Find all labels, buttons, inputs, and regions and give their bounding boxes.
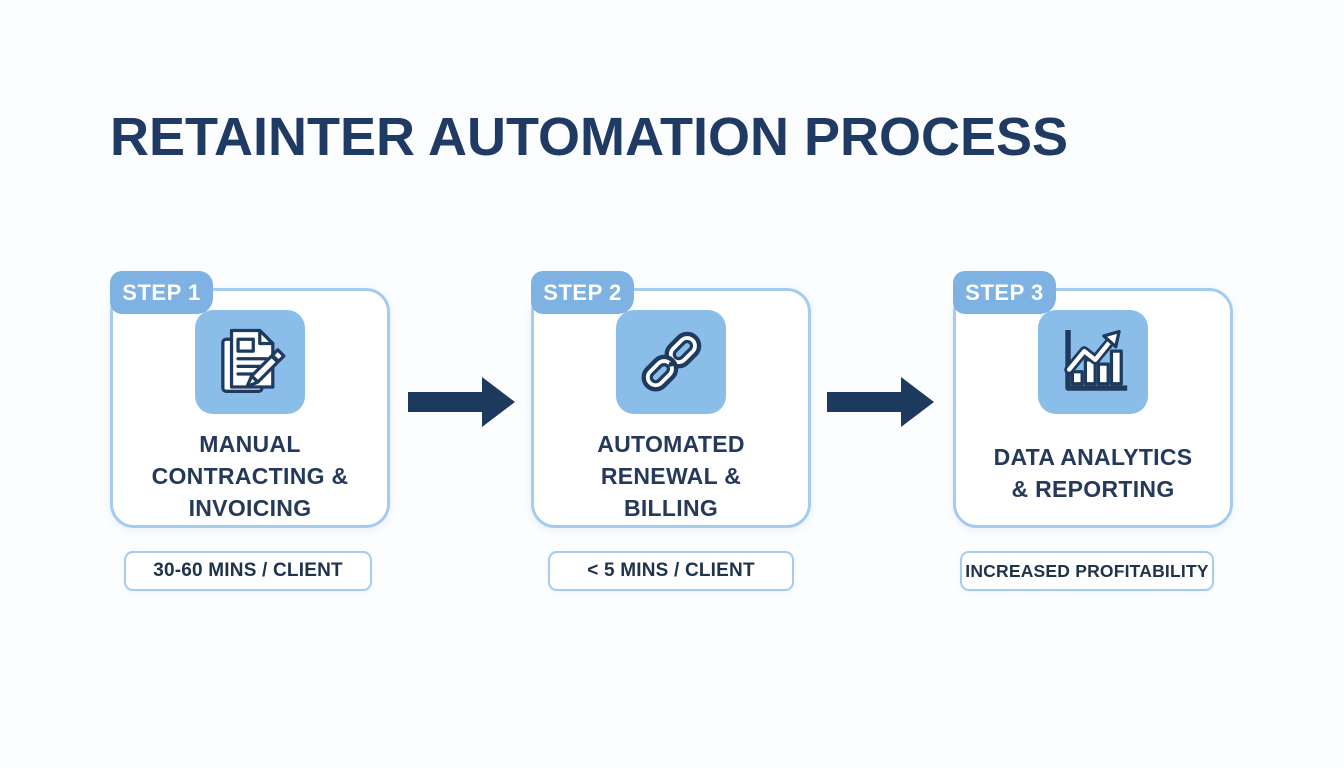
- page-title: RETAINTER AUTOMATION PROCESS: [110, 107, 1069, 167]
- step-1-caption-badge: 30-60 MINS / CLIENT: [124, 551, 372, 591]
- document-pen-icon: [221, 328, 286, 393]
- chain-link-icon: [641, 331, 702, 392]
- step-3-badge: STEP 3: [953, 271, 1056, 314]
- step-1-icon-tile: [195, 310, 305, 414]
- step-label-line: DATA ANALYTICS: [993, 444, 1193, 470]
- step-2-caption-badge: < 5 MINS / CLIENT: [548, 551, 794, 591]
- arrow-right-icon: [827, 377, 934, 427]
- step-1-label: MANUAL CONTRACTING & INVOICING: [113, 428, 387, 524]
- step-label-line: CONTRACTING &: [151, 463, 349, 489]
- step-3-icon-tile: [1038, 310, 1148, 414]
- step-label-line: RENEWAL &: [600, 463, 742, 489]
- step-label-line: AUTOMATED: [597, 431, 745, 457]
- step-2-label: AUTOMATED RENEWAL & BILLING: [534, 428, 808, 524]
- step-2-icon-tile: [616, 310, 726, 414]
- step-card-3: STEP 3 DATA ANALYTICS & REPORTING: [953, 271, 1233, 528]
- bar-chart-growth-icon: [1064, 329, 1128, 391]
- step-label-line: MANUAL: [199, 431, 301, 457]
- step-2-badge: STEP 2: [531, 271, 634, 314]
- step-label-line: INVOICING: [188, 495, 312, 521]
- step-3-label: DATA ANALYTICS & REPORTING: [956, 441, 1230, 505]
- step-card-1: STEP 1 MANUAL CONTRACTING & INVOICING: [110, 271, 390, 528]
- step-card-2: STEP 2 AUTOMATED RENEWAL & BILLING: [531, 271, 811, 528]
- arrow-right-icon: [408, 377, 515, 427]
- step-label-line: BILLING: [623, 495, 719, 521]
- step-label-line: & REPORTING: [1011, 476, 1175, 502]
- step-3-caption-badge: INCREASED PROFITABILITY: [960, 551, 1214, 591]
- step-1-badge: STEP 1: [110, 271, 213, 314]
